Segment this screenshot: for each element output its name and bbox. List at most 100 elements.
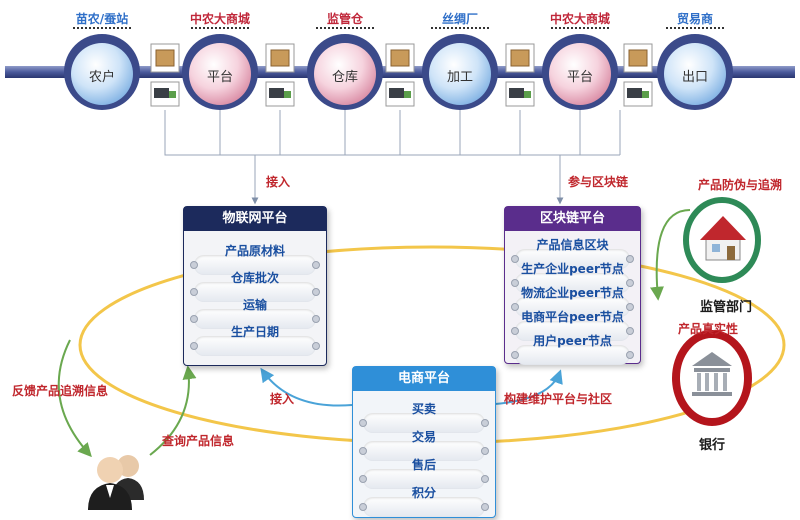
blockchain-platform-item-label: 生产企业peer节点 [521, 262, 624, 276]
feedback-arrow [57, 339, 92, 458]
blockchain-platform-item: 用户peer节点 [511, 334, 634, 365]
slot-right-dot [626, 327, 634, 335]
slot-left-dot [511, 351, 519, 359]
slot-left-dot [190, 342, 198, 350]
slot-right-dot [312, 315, 320, 323]
chain-node-2 [182, 34, 258, 110]
iot-access-label: 接入 [265, 175, 291, 189]
chain-node-5 [542, 34, 618, 110]
slot-left-dot [511, 303, 519, 311]
regulator-label: 监管部门 [699, 300, 753, 315]
slot-left-dot [511, 279, 519, 287]
query-arrow [149, 365, 197, 456]
ecommerce-platform-item-label: 售后 [411, 458, 436, 472]
chain-node-core [429, 43, 491, 105]
slot-right-dot [626, 255, 634, 263]
slot-right-dot [626, 279, 634, 287]
slot-right-dot [626, 303, 634, 311]
slot-left-dot [359, 503, 367, 511]
iot-platform-item-label: 产品原材料 [224, 244, 285, 258]
slot-right-dot [481, 475, 489, 483]
ecommerce-platform-item-label: 买卖 [411, 402, 436, 416]
ecommerce-access-label: 接入 [269, 392, 295, 406]
truck-icon [150, 81, 180, 107]
anti-counterfeit-label: 产品防伪与追溯 [697, 178, 783, 192]
truck-icon [265, 81, 295, 107]
chain-connectors [164, 110, 621, 205]
chain-node-label-4: 加工 [446, 70, 474, 85]
chain-caption-6: 贸易商 [676, 12, 714, 26]
chain-caption-5: 中农大商城 [549, 12, 611, 26]
blockchain-platform-item-label: 物流企业peer节点 [521, 286, 624, 300]
truck-icon [623, 81, 653, 107]
blockchain-platform-title: 区块链平台 [505, 207, 640, 231]
chain-caption-underline [551, 27, 609, 29]
blockchain-platform-item: 产品信息区块 [511, 238, 634, 269]
slot-left-dot [190, 288, 198, 296]
iot-platform-item: 仓库批次 [190, 271, 320, 302]
ecommerce-platform-item: 买卖 [359, 402, 489, 433]
chain-caption-underline [73, 27, 131, 29]
chain-node-core [71, 43, 133, 105]
slot-right-dot [312, 342, 320, 350]
chain-node-1 [64, 34, 140, 110]
cargo-box-icon [150, 43, 180, 73]
cargo-box-icon [265, 43, 295, 73]
chain-node-3 [307, 34, 383, 110]
users-icon [88, 455, 144, 510]
query-label: 查询产品信息 [161, 434, 235, 448]
slot-left-dot [511, 327, 519, 335]
chain-node-label-3: 仓库 [331, 70, 359, 85]
chain-node-label-5: 平台 [566, 70, 594, 85]
iot-platform-item: 运输 [190, 298, 320, 329]
chain-node-core [189, 43, 251, 105]
blockchain-platform-item-label: 用户peer节点 [533, 334, 612, 348]
truck-icon [385, 81, 415, 107]
blockchain-platform-item-label: 产品信息区块 [536, 238, 609, 252]
chain-caption-underline [431, 27, 489, 29]
ecommerce-platform-item-label: 积分 [411, 486, 436, 500]
iot-platform-item: 生产日期 [190, 325, 320, 356]
blockchain-platform-item-label: 电商平台peer节点 [521, 310, 624, 324]
slot-right-dot [626, 351, 634, 359]
chain-node-core [664, 43, 726, 105]
slot-left-dot [359, 419, 367, 427]
cargo-box-icon [623, 43, 653, 73]
chain-node-label-2: 平台 [206, 70, 234, 85]
ecommerce-platform-title: 电商平台 [353, 367, 495, 391]
chain-node-label-1: 农户 [88, 70, 116, 85]
chain-node-4 [422, 34, 498, 110]
iot-platform-item: 产品原材料 [190, 244, 320, 275]
chain-caption-underline [316, 27, 374, 29]
blockchain-platform-panel: 区块链平台 产品信息区块生产企业peer节点物流企业peer节点电商平台peer… [504, 206, 641, 365]
blockchain-platform-item: 电商平台peer节点 [511, 310, 634, 341]
join-blockchain-label: 参与区块链 [567, 175, 629, 189]
chain-node-core [549, 43, 611, 105]
chain-caption-underline [666, 27, 724, 29]
authenticity-label: 产品真实性 [677, 322, 739, 336]
bank-building-icon [672, 330, 752, 426]
blockchain-platform-item: 生产企业peer节点 [511, 262, 634, 293]
ecommerce-platform-panel: 电商平台 买卖交易售后积分 [352, 366, 496, 518]
ecommerce-platform-item-label: 交易 [411, 430, 436, 444]
slot-left-dot [359, 475, 367, 483]
chain-node-6 [657, 34, 733, 110]
slot-right-dot [481, 447, 489, 455]
iot-platform-title: 物联网平台 [184, 207, 326, 231]
slot-right-dot [481, 503, 489, 511]
slot-left-dot [511, 255, 519, 263]
iot-platform-item-label: 生产日期 [230, 325, 279, 339]
chain-caption-3: 监管仓 [326, 12, 364, 26]
slot-left-dot [190, 315, 198, 323]
anti-counterfeit-arrow [650, 209, 691, 301]
slot-left-dot [190, 261, 198, 269]
ecommerce-platform-item: 积分 [359, 486, 489, 517]
iot-platform-panel: 物联网平台 产品原材料仓库批次运输生产日期 [183, 206, 327, 366]
bank-label: 银行 [698, 438, 726, 453]
ecommerce-access-arrow [260, 367, 353, 407]
truck-icon [505, 81, 535, 107]
iot-platform-item-label: 仓库批次 [230, 271, 279, 285]
slot-right-dot [312, 288, 320, 296]
